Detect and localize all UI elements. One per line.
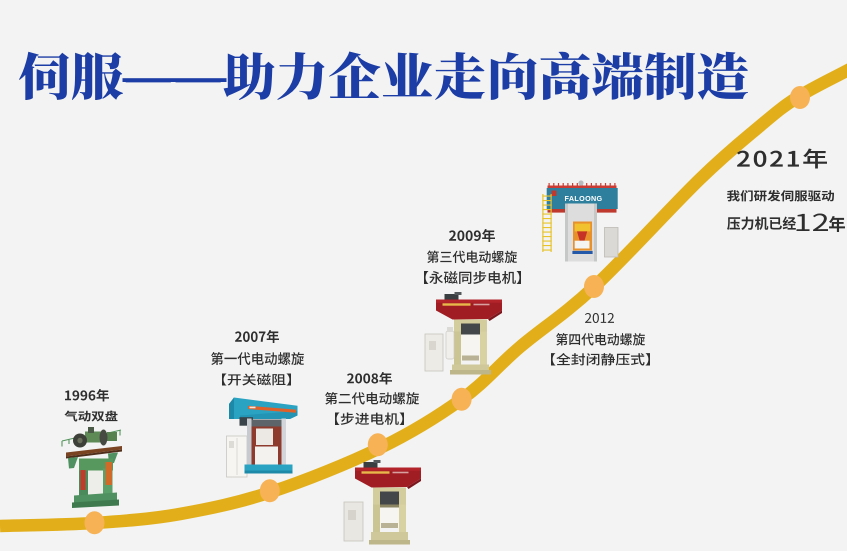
svg-text:FALOONG: FALOONG <box>565 194 603 203</box>
